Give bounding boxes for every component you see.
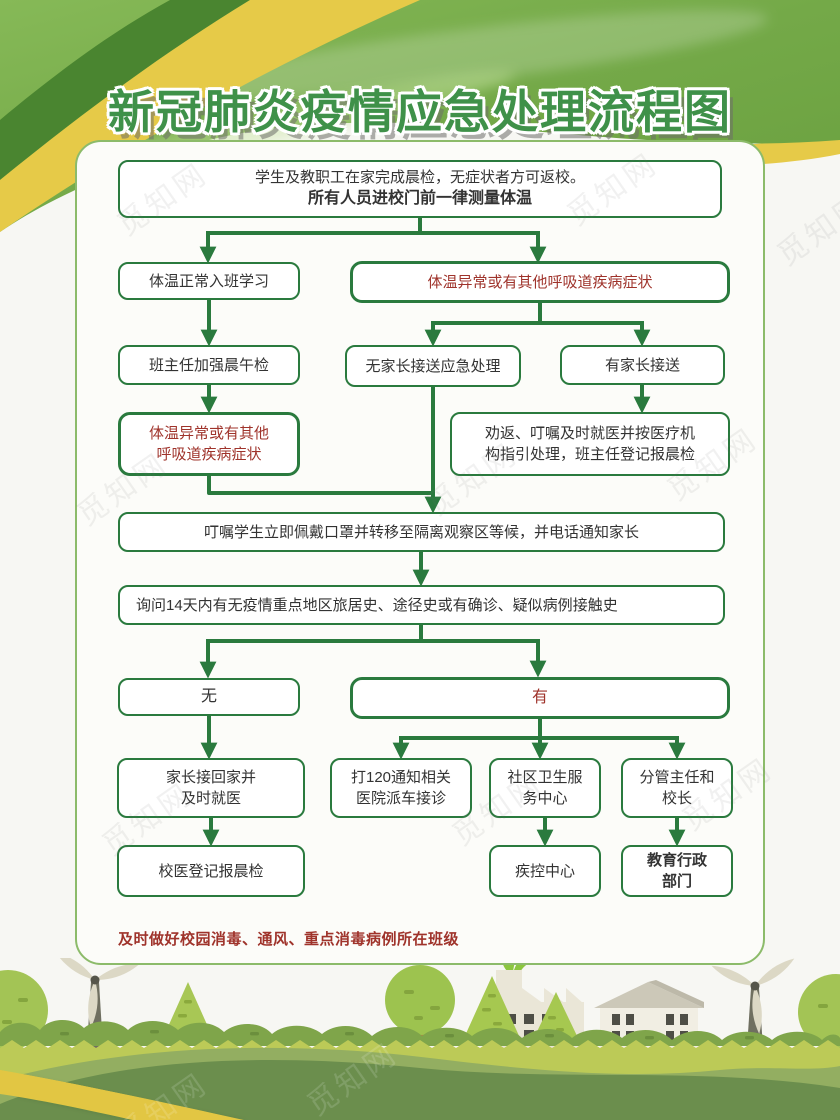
start-line2: 所有人员进校门前一律测量体温 — [307, 190, 532, 208]
call120-line2: 医院派车接诊 — [355, 790, 446, 807]
flow-box-family: 家长接回家并 及时就医 — [117, 758, 305, 818]
bush-strip — [0, 1019, 840, 1046]
mid-hill — [0, 1047, 840, 1120]
pine-tree-icon — [163, 982, 213, 1046]
yes-label: 有 — [531, 688, 548, 706]
abnormal-again-line2: 呼吸道疾病症状 — [156, 446, 262, 463]
flow-box-school-doctor: 校医登记报晨检 — [117, 845, 305, 897]
watermark: 觅知网 — [771, 187, 840, 273]
teacher-check-label: 班主任加强晨午检 — [148, 356, 269, 374]
flow-box-start: 学生及教职工在家完成晨检，无症状者方可返校。 所有人员进校门前一律测量体温 — [118, 160, 722, 218]
parent-pickup-label: 有家长接送 — [604, 356, 680, 374]
yellow-ribbon — [0, 1070, 242, 1120]
flow-box-persuade: 劝返、叮嘱及时就医并按医疗机 构指引处理，班主任登记报晨检 — [450, 412, 730, 476]
flow-box-yes: 有 — [350, 677, 730, 719]
abnormal-again-line1: 体温异常或有其他 — [148, 425, 269, 442]
flow-box-community: 社区卫生服 务中心 — [489, 758, 601, 818]
ask-history-label: 询问14天内有无疫情重点地区旅居史、途径史或有确诊、疑似病例接触史 — [136, 596, 618, 614]
persuade-line2: 构指引处理，班主任登记报晨检 — [484, 446, 695, 463]
director-line2: 校长 — [661, 790, 692, 807]
pine-tree-icon — [533, 992, 579, 1046]
zigzag-band — [0, 1040, 840, 1076]
start-line1: 学生及教职工在家完成晨检，无症状者方可返校。 — [254, 169, 585, 187]
flow-box-abnormal-again: 体温异常或有其他 呼吸道疾病症状 — [118, 412, 300, 476]
flow-box-temp-abnormal: 体温异常或有其他呼吸道疾病症状 — [350, 261, 730, 303]
dark-hill — [0, 1059, 840, 1120]
family-line1: 家长接回家并 — [165, 769, 256, 786]
no-label: 无 — [200, 687, 217, 705]
edu-line2: 部门 — [661, 873, 692, 890]
flow-box-mask-isolate: 叮嘱学生立即佩戴口罩并转移至隔离观察区等候，并电话通知家长 — [118, 512, 725, 552]
round-tree-icon — [0, 970, 48, 1050]
flow-box-director: 分管主任和 校长 — [621, 758, 733, 818]
community-line1: 社区卫生服 — [507, 769, 583, 786]
page-title: 新冠肺炎疫情应急处理流程图 — [108, 86, 732, 138]
temp-normal-label: 体温正常入班学习 — [148, 272, 269, 290]
factory-icon — [490, 958, 584, 1048]
persuade-line1: 劝返、叮嘱及时就医并按医疗机 — [484, 425, 695, 442]
director-line1: 分管主任和 — [639, 769, 715, 786]
flow-box-parent-pickup: 有家长接送 — [560, 345, 725, 385]
watermark: 觅知网 — [111, 1067, 215, 1120]
house-icon — [594, 980, 704, 1048]
flow-box-teacher-check: 班主任加强晨午检 — [118, 345, 300, 385]
flow-box-no: 无 — [118, 678, 300, 716]
round-tree-icon — [385, 965, 455, 1046]
call120-line1: 打120通知相关 — [350, 769, 452, 786]
flow-box-no-parent-pickup: 无家长接送应急处理 — [345, 345, 521, 387]
pine-tree-icon — [464, 976, 520, 1046]
round-tree-icon — [798, 974, 840, 1050]
flow-box-ask-history: 询问14天内有无疫情重点地区旅居史、途径史或有确诊、疑似病例接触史 — [118, 585, 725, 625]
disinfection-note: 及时做好校园消毒、通风、重点消毒病例所在班级 — [118, 931, 460, 948]
flow-box-edu-admin: 教育行政 部门 — [621, 845, 733, 897]
edu-line1: 教育行政 — [646, 852, 707, 869]
no-parent-pickup-label: 无家长接送应急处理 — [365, 357, 501, 375]
wind-turbine-icon — [55, 958, 141, 1048]
flow-box-cdc: 疾控中心 — [489, 845, 601, 897]
family-line2: 及时就医 — [180, 790, 241, 807]
cdc-label: 疾控中心 — [514, 862, 575, 880]
wind-turbine-icon — [711, 958, 795, 1048]
temp-abnormal-label: 体温异常或有其他呼吸道疾病症状 — [427, 273, 653, 291]
community-line2: 务中心 — [522, 790, 568, 807]
flow-box-call120: 打120通知相关 医院派车接诊 — [330, 758, 472, 818]
watermark: 觅知网 — [301, 1037, 405, 1120]
bottom-landscape-decoration — [0, 958, 840, 1120]
mask-isolate-label: 叮嘱学生立即佩戴口罩并转移至隔离观察区等候，并电话通知家长 — [203, 523, 639, 541]
flow-box-temp-normal: 体温正常入班学习 — [118, 262, 300, 300]
school-doctor-label: 校医登记报晨检 — [158, 862, 264, 880]
